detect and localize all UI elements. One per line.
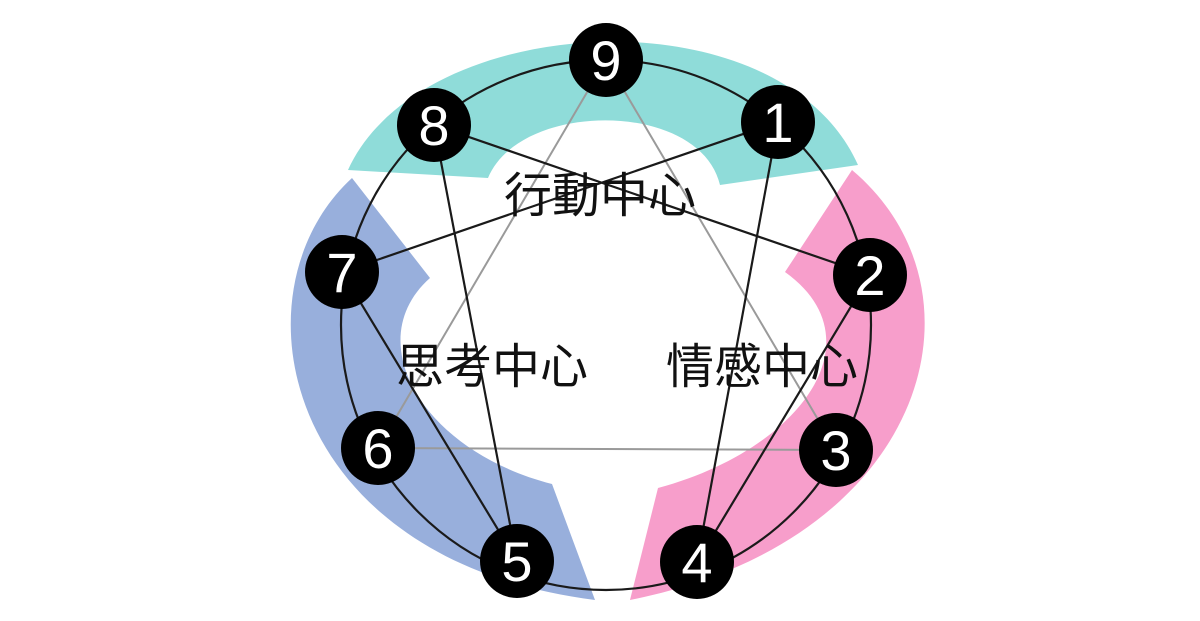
node-circle xyxy=(480,524,554,598)
node-label: 2 xyxy=(854,244,885,307)
node-2: 2 xyxy=(833,238,907,312)
node-circle xyxy=(569,23,643,97)
node-9: 9 xyxy=(569,23,643,97)
center-bands xyxy=(290,41,925,600)
node-label: 9 xyxy=(590,29,621,92)
node-circle xyxy=(341,411,415,485)
node-circle xyxy=(660,525,734,599)
node-8: 8 xyxy=(397,88,471,162)
node-6: 6 xyxy=(341,411,415,485)
node-circle xyxy=(799,413,873,487)
node-label: 5 xyxy=(501,530,532,593)
action-center-label: 行動中心 xyxy=(504,168,696,224)
node-label: 3 xyxy=(820,419,851,482)
node-5: 5 xyxy=(480,524,554,598)
node-label: 8 xyxy=(418,94,449,157)
node-circle xyxy=(397,88,471,162)
node-circle xyxy=(305,235,379,309)
thinking-center-label: 思考中心 xyxy=(396,339,588,395)
node-label: 4 xyxy=(681,531,712,594)
node-4: 4 xyxy=(660,525,734,599)
node-3: 3 xyxy=(799,413,873,487)
node-circle xyxy=(833,238,907,312)
band-action-center xyxy=(348,41,858,185)
node-label: 7 xyxy=(326,241,357,304)
enneagram-triangle xyxy=(376,58,838,452)
node-label: 1 xyxy=(762,91,793,154)
node-1: 1 xyxy=(741,85,815,159)
center-labels: 行動中心 思考中心 情感中心 xyxy=(396,168,858,395)
feeling-center-label: 情感中心 xyxy=(666,339,858,395)
node-circle xyxy=(741,85,815,159)
node-label: 6 xyxy=(362,417,393,480)
node-7: 7 xyxy=(305,235,379,309)
enneagram-nodes: 1 2 3 4 5 6 7 8 9 xyxy=(305,23,907,599)
